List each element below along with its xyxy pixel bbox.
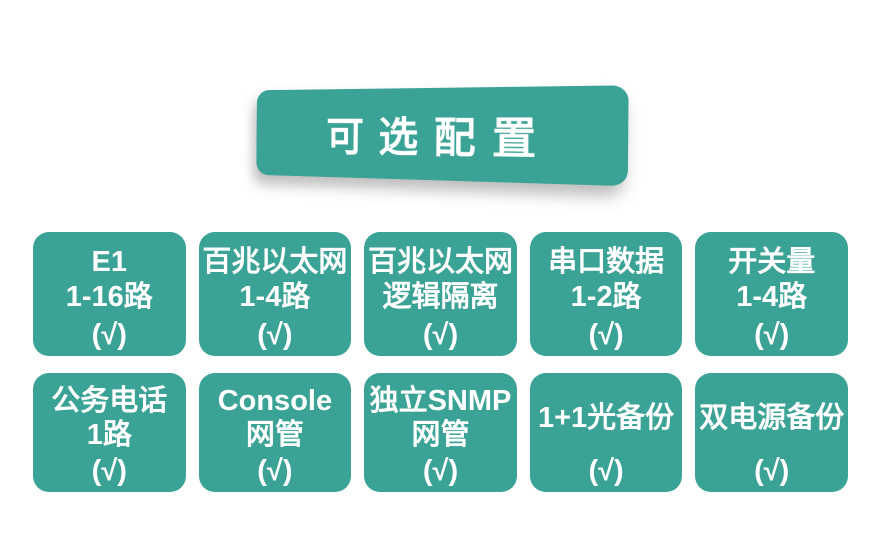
check-mark: (√) bbox=[257, 321, 292, 350]
card-title-line: Console bbox=[218, 385, 332, 417]
option-card: 1+1光备份 (√) bbox=[530, 373, 683, 492]
option-card: 百兆以太网1-4路(√) bbox=[199, 232, 352, 356]
check-mark: (√) bbox=[92, 457, 127, 486]
card-title-line: 网管 bbox=[411, 419, 469, 451]
card-title-line: 双电源备份 bbox=[699, 402, 844, 434]
card-title-line: 1-4路 bbox=[736, 281, 807, 313]
option-card: Console网管(√) bbox=[199, 373, 352, 492]
check-mark: (√) bbox=[423, 457, 458, 486]
check-mark: (√) bbox=[588, 457, 623, 486]
card-title: 独立SNMP网管 bbox=[370, 379, 512, 457]
title-banner: 可选配置 bbox=[256, 85, 628, 186]
card-title: 百兆以太网逻辑隔离 bbox=[368, 238, 513, 321]
card-title: 1+1光备份 bbox=[538, 379, 674, 457]
card-title-line: E1 bbox=[92, 246, 127, 278]
check-mark: (√) bbox=[257, 457, 292, 486]
card-title: E11-16路 bbox=[66, 238, 153, 321]
option-card: E11-16路(√) bbox=[33, 232, 186, 356]
card-title: 百兆以太网1-4路 bbox=[202, 238, 347, 321]
card-title: 串口数据1-2路 bbox=[548, 238, 664, 321]
card-title-line: 串口数据 bbox=[548, 246, 664, 278]
card-title-line: 1-2路 bbox=[571, 281, 642, 313]
option-card: 双电源备份 (√) bbox=[695, 373, 848, 492]
card-title-line: 独立SNMP bbox=[370, 385, 512, 417]
card-title: 公务电话1路 bbox=[51, 379, 167, 457]
card-title-line: 1-16路 bbox=[66, 281, 153, 313]
card-title-line: 1路 bbox=[87, 419, 132, 451]
option-card: 开关量1-4路(√) bbox=[695, 232, 848, 356]
option-card: 独立SNMP网管(√) bbox=[364, 373, 517, 492]
card-title-line: 公务电话 bbox=[51, 385, 167, 417]
card-title: 开关量1-4路 bbox=[728, 238, 815, 321]
card-title-line: 1+1光备份 bbox=[538, 402, 674, 434]
check-mark: (√) bbox=[754, 457, 789, 486]
option-card: 百兆以太网逻辑隔离(√) bbox=[364, 232, 517, 356]
card-title: Console网管 bbox=[218, 379, 332, 457]
page-title: 可选配置 bbox=[326, 103, 554, 168]
option-card: 公务电话1路(√) bbox=[33, 373, 186, 492]
card-title-line: 逻辑隔离 bbox=[382, 281, 498, 313]
card-title: 双电源备份 bbox=[699, 379, 844, 457]
check-mark: (√) bbox=[588, 321, 623, 350]
check-mark: (√) bbox=[423, 321, 458, 350]
cards-grid: E11-16路(√)百兆以太网1-4路(√)百兆以太网逻辑隔离(√)串口数据1-… bbox=[33, 232, 848, 492]
card-title-line: 百兆以太网 bbox=[368, 246, 513, 278]
option-card: 串口数据1-2路(√) bbox=[530, 232, 683, 356]
card-title-line: 网管 bbox=[246, 419, 304, 451]
card-title-line: 百兆以太网 bbox=[202, 246, 347, 278]
card-title-line: 开关量 bbox=[728, 246, 815, 278]
check-mark: (√) bbox=[92, 321, 127, 350]
check-mark: (√) bbox=[754, 321, 789, 350]
card-title-line: 1-4路 bbox=[239, 281, 310, 313]
